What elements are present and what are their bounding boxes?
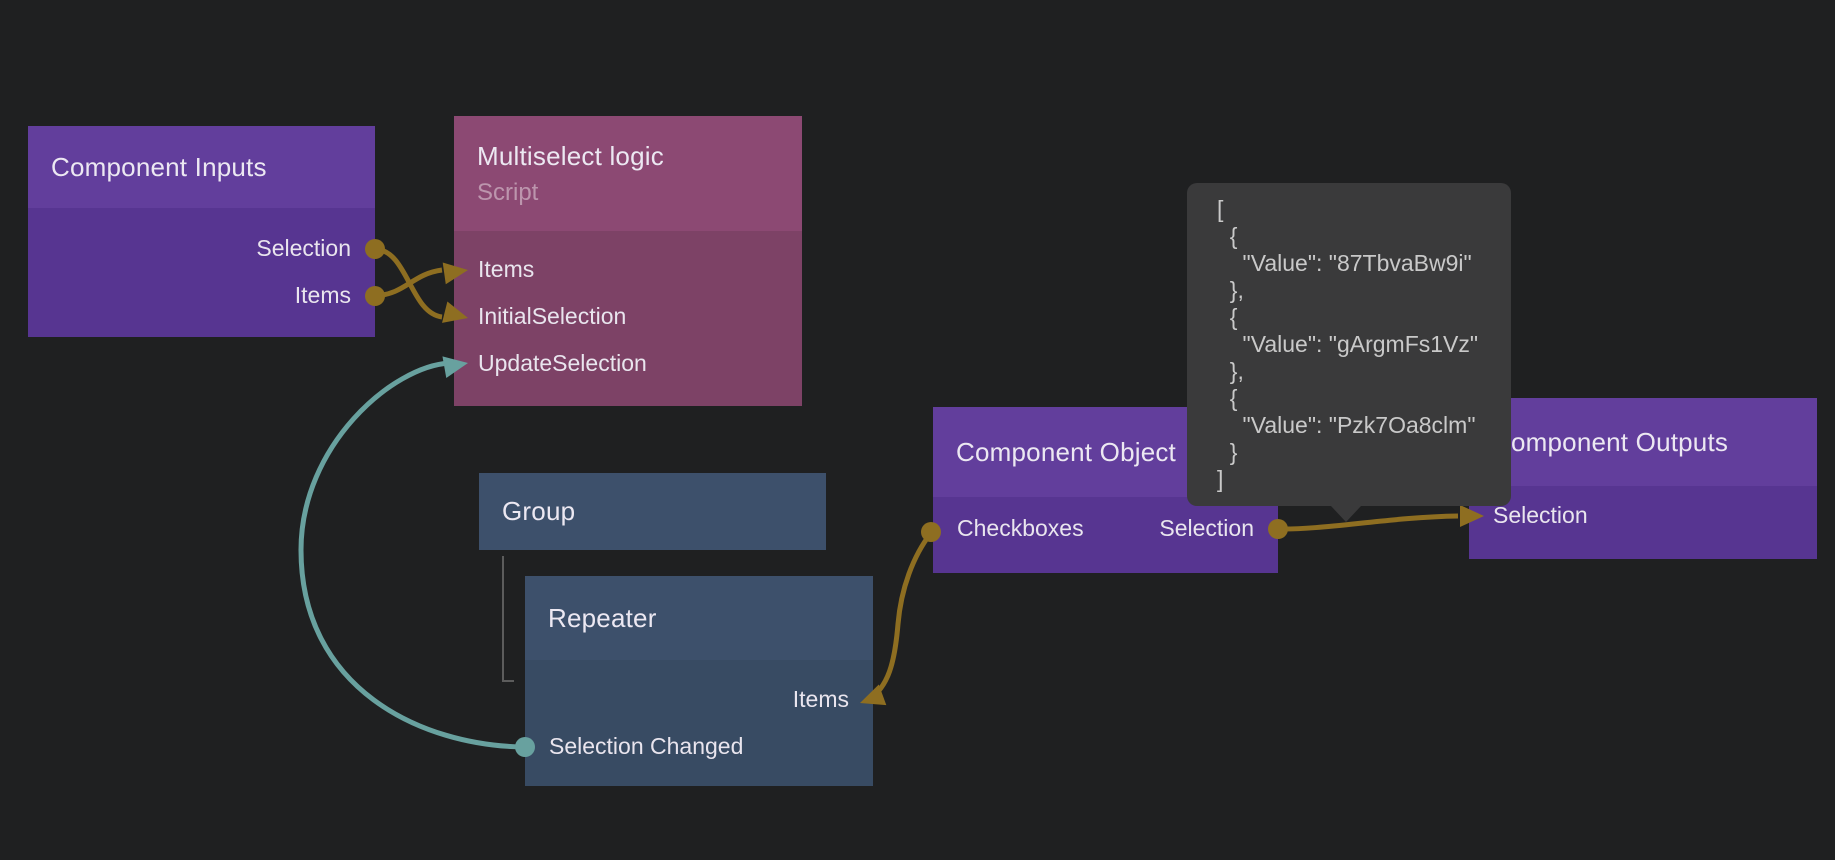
node-repeater[interactable]: Repeater Items Selection Changed — [525, 576, 873, 786]
port-row-checkboxes-selection[interactable]: Checkboxes Selection — [933, 505, 1278, 552]
node-header: Group — [479, 473, 826, 550]
port-row-items[interactable]: Items — [28, 272, 375, 319]
port-label: Selection — [1493, 502, 1588, 528]
node-body: Checkboxes Selection — [933, 497, 1278, 573]
value-inspector-tooltip: [ { "Value": "87TbvaBw9i" }, { "Value": … — [1187, 183, 1511, 522]
node-component-inputs[interactable]: Component Inputs Selection Items — [28, 126, 375, 337]
port-label: Items — [792, 686, 849, 712]
port-row-items[interactable]: Items — [454, 246, 802, 293]
node-header: Multiselect logic Script — [454, 116, 802, 231]
port-label: InitialSelection — [478, 303, 627, 329]
node-title: Component Inputs — [51, 151, 267, 182]
node-title: Group — [502, 496, 576, 526]
tooltip-pointer — [1331, 506, 1361, 522]
port-label-checkboxes: Checkboxes — [957, 515, 1084, 541]
port-row-selection[interactable]: Selection — [28, 225, 375, 272]
wire-inputs-selection-to-initialselection[interactable] — [374, 246, 443, 320]
port-row-selection[interactable]: Selection — [1469, 492, 1817, 539]
node-body: Selection Items — [28, 208, 375, 337]
node-header: Component Inputs — [28, 126, 375, 208]
node-title: Multiselect logic — [477, 140, 664, 171]
port-row-selection-changed[interactable]: Selection Changed — [525, 723, 873, 770]
wire-inputs-items-to-items[interactable] — [374, 267, 443, 299]
port-label: UpdateSelection — [478, 350, 647, 376]
node-component-outputs[interactable]: Component Outputs Selection — [1469, 398, 1817, 559]
node-header: Component Outputs — [1469, 398, 1817, 486]
port-label: Items — [478, 256, 535, 282]
node-header: Repeater — [525, 576, 873, 660]
node-title: Component Object — [956, 436, 1176, 467]
node-subtitle: Script — [477, 178, 539, 206]
node-group[interactable]: Group — [479, 473, 826, 550]
node-body: Items InitialSelection UpdateSelection — [454, 231, 802, 406]
wire-checkboxes-to-repeater-items[interactable] — [864, 531, 933, 704]
tooltip-json-text: [ { "Value": "87TbvaBw9i" }, { "Value": … — [1217, 196, 1479, 492]
wire-object-selection-to-outputs-selection[interactable] — [1277, 513, 1459, 532]
port-label: Items — [294, 282, 351, 308]
port-label-selection: Selection — [1159, 515, 1254, 541]
port-row-items[interactable]: Items — [525, 676, 873, 723]
hierarchy-line-group-repeater — [502, 556, 514, 682]
node-body: Items Selection Changed — [525, 660, 873, 786]
port-label: Selection — [256, 235, 351, 261]
node-title: Repeater — [548, 602, 657, 633]
port-label: Selection Changed — [549, 733, 744, 759]
node-multiselect-logic[interactable]: Multiselect logic Script Items InitialSe… — [454, 116, 802, 406]
port-row-initialselection[interactable]: InitialSelection — [454, 293, 802, 340]
wire-selectionchanged-to-updateselection[interactable] — [298, 360, 526, 750]
node-body: Selection — [1469, 486, 1817, 559]
node-title: Component Outputs — [1492, 426, 1729, 457]
port-row-updateselection[interactable]: UpdateSelection — [454, 340, 802, 387]
